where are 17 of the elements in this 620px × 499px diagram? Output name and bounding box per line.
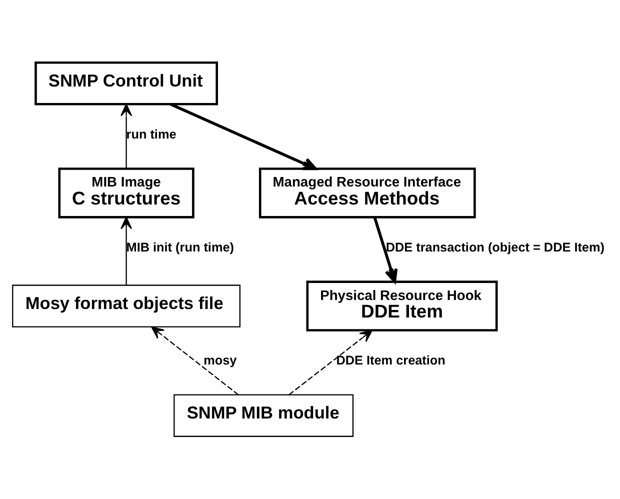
node-box: Managed Resource Interface Access Methods [258,168,476,218]
node-box: SNMP Control Unit [34,61,218,106]
arrow [151,326,239,396]
edge-label: DDE transaction (object = DDE Item) [386,240,604,255]
node-box: Physical Resource Hook DDE Item [306,280,498,332]
node-box: SNMP MIB module [174,394,354,437]
edge-label: MIB init (run time) [126,240,234,255]
node-box: Mosy format objects file [12,284,240,328]
edge-label: DDE Item creation [336,354,446,368]
arrow [120,104,132,169]
arrow [288,330,373,396]
arrow [373,216,398,283]
arrow [170,102,317,170]
edge-label: run time [126,128,176,142]
node-box: MIB Image C structures [58,168,194,218]
edge-label: mosy [204,354,237,368]
arrow [120,216,132,286]
